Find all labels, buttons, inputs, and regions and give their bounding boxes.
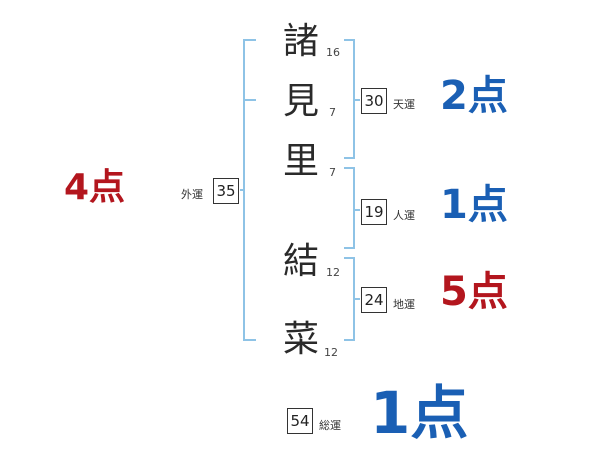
stroke-count-1: 16 — [326, 46, 340, 59]
name-char-2: 見 — [283, 81, 320, 122]
heaven-fortune-bracket — [344, 39, 355, 159]
name-char-3: 里 — [283, 141, 320, 182]
total-fortune-value: 54 — [287, 408, 313, 434]
person-fortune-bracket — [344, 167, 355, 249]
person-fortune-label: 人運 — [393, 209, 415, 222]
heaven-fortune-value: 30 — [361, 88, 387, 114]
name-char-1: 諸 — [283, 21, 320, 62]
earth-fortune-label: 地運 — [393, 298, 415, 311]
heaven-fortune-label: 天運 — [393, 98, 415, 111]
person-fortune-value: 19 — [361, 199, 387, 225]
outer-fortune-bracket — [243, 39, 256, 341]
person-fortune-score: 1点 — [440, 182, 508, 228]
earth-fortune-value: 24 — [361, 287, 387, 313]
stroke-count-2: 7 — [329, 106, 336, 119]
outer-fortune-value: 35 — [213, 178, 239, 204]
outer-fortune-label: 外運 — [181, 188, 203, 201]
heaven-fortune-score: 2点 — [440, 73, 508, 119]
total-fortune-score: 1点 — [370, 379, 469, 447]
name-char-5: 菜 — [283, 319, 320, 360]
earth-fortune-bracket — [344, 257, 355, 341]
earth-fortune-score: 5点 — [440, 269, 508, 315]
stroke-count-3: 7 — [329, 166, 336, 179]
stroke-count-5: 12 — [324, 346, 338, 359]
stroke-count-4: 12 — [326, 266, 340, 279]
outer-fortune-score: 4点 — [64, 167, 126, 208]
total-fortune-label: 総運 — [319, 419, 341, 432]
name-char-4: 結 — [283, 241, 320, 282]
